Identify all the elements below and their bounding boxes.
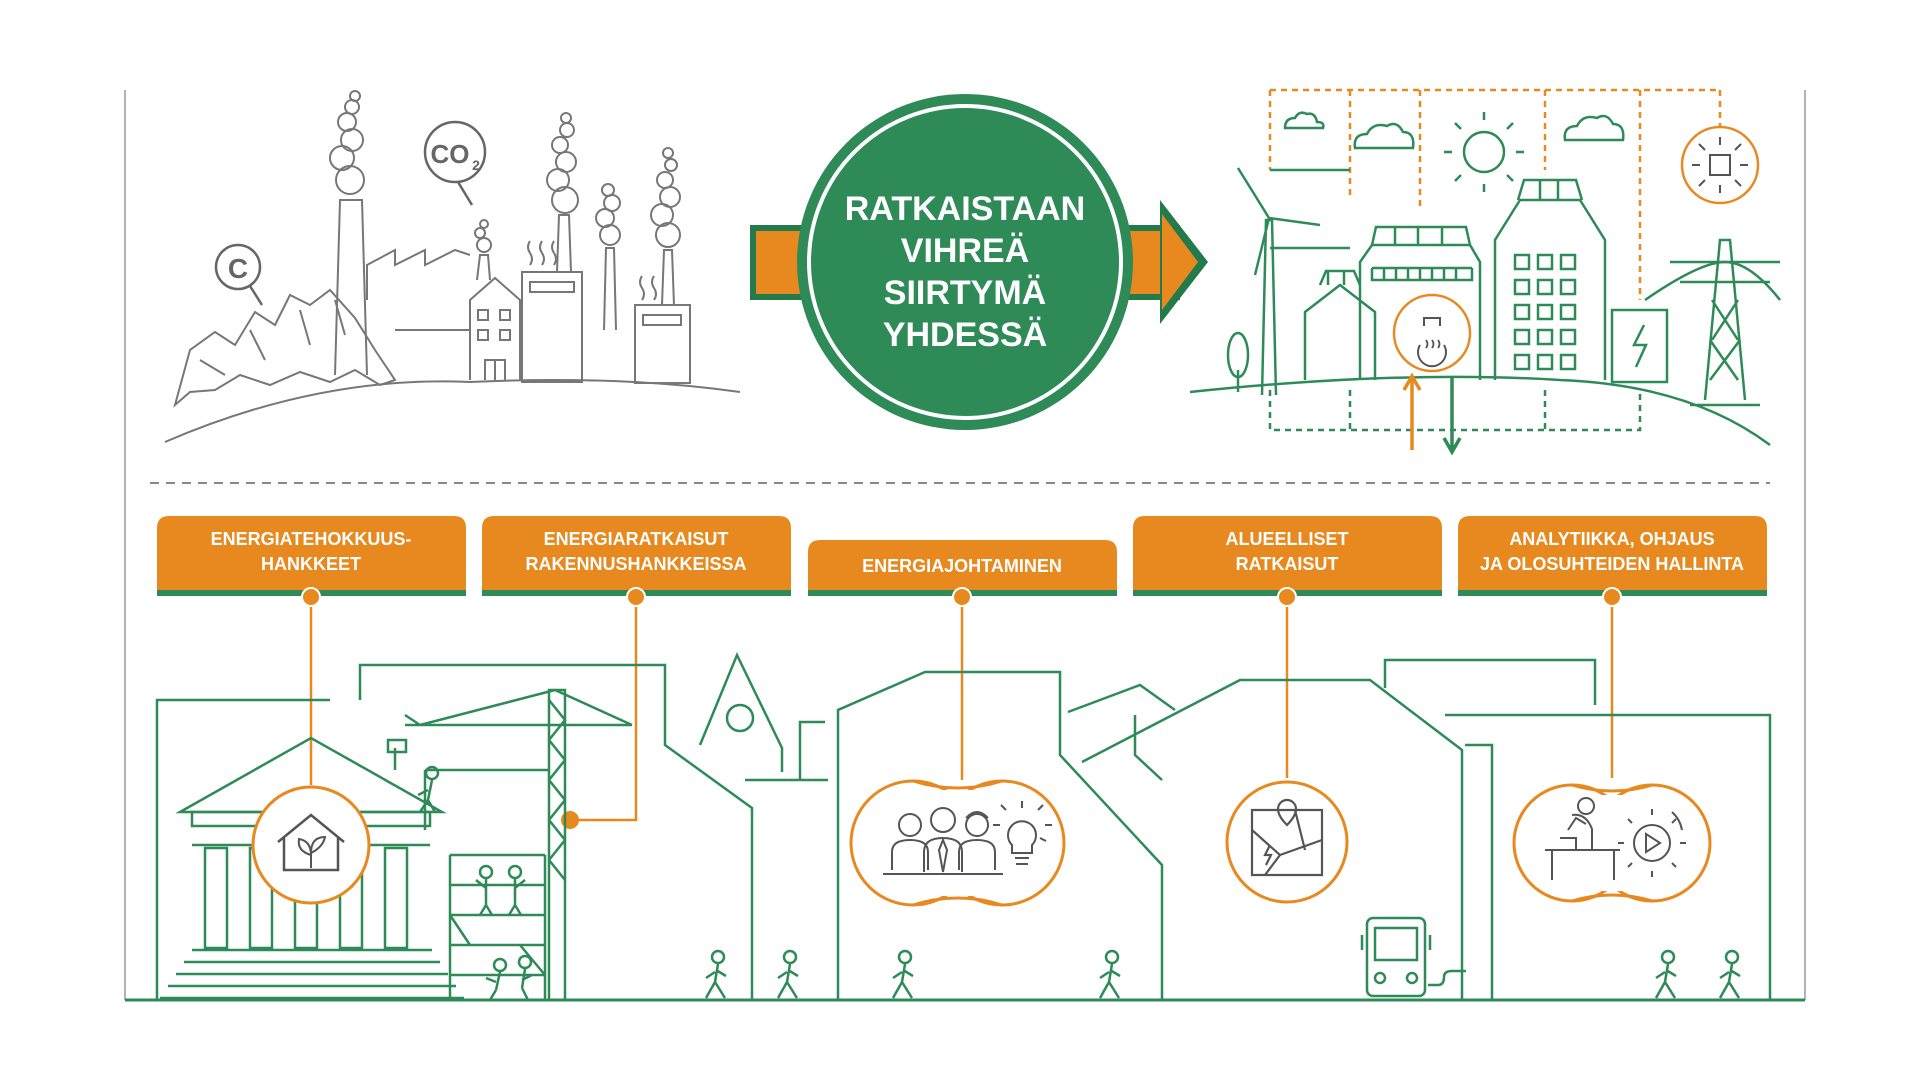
category-tab-1-line-2: HANKKEET (261, 554, 361, 574)
heat-down-arrow (1442, 378, 1462, 456)
hill-right (1189, 375, 1771, 447)
heat-up-arrow (1402, 372, 1422, 450)
wind-turbine (1236, 167, 1321, 396)
cloud-icon-3 (1563, 114, 1625, 142)
category-tab-3-line-1: ENERGIAJOHTAMINEN (862, 556, 1062, 576)
category-tab-2-line-1: ENERGIARATKAISUT (544, 529, 729, 549)
factory-roof (366, 248, 471, 300)
hill-left (164, 378, 741, 443)
co2-subscript: 2 (472, 157, 480, 173)
center-line-2: VIHREÄ (901, 232, 1029, 270)
analytics-badge (1512, 783, 1712, 903)
coal-rocks (173, 288, 397, 408)
pedestrian-4 (1098, 949, 1121, 999)
heat-pump-badge (1392, 293, 1472, 373)
solar-house (1303, 269, 1377, 380)
electric-bus (1360, 916, 1466, 998)
category-tab-4-line-2: RATKAISUT (1236, 554, 1339, 574)
green-grid-network (1268, 390, 1642, 432)
tall-building (1493, 178, 1607, 380)
category-tabs: ENERGIATEHOKKUUS- HANKKEET ENERGIARATKAI… (157, 516, 1767, 596)
smart-chip-badge (1680, 125, 1760, 205)
center-line-1: RATKAISTAAN (845, 190, 1086, 228)
smoke-plume-2 (474, 219, 492, 253)
house-chimney (476, 254, 491, 281)
construction-workers (417, 765, 533, 1001)
cloud-icon-1 (1283, 111, 1325, 130)
pedestrians (704, 949, 1741, 999)
team-icon (883, 807, 1003, 875)
analytics-desk-icon (1545, 797, 1620, 880)
play-gear-icon (1618, 809, 1686, 877)
category-tab-2-line-2: RAKENNUSHANKKEISSA (525, 554, 746, 574)
battery-storage (1610, 308, 1669, 384)
pedestrian-3 (891, 949, 914, 999)
tree (1226, 331, 1250, 392)
pedestrian-6 (1718, 949, 1741, 999)
regional-map-badge (1225, 780, 1349, 904)
category-tab-4-line-1: ALUEELLISET (1225, 529, 1348, 549)
category-tab-5-line-1: ANALYTIIKKA, OHJAUS (1509, 529, 1714, 549)
category-tab-analytics-control[interactable]: ANALYTIIKKA, OHJAUS JA OLOSUHTEIDEN HALL… (1458, 516, 1767, 596)
center-line-3: SIIRTYMÄ (884, 274, 1046, 312)
green-city-scene (1189, 88, 1781, 456)
solar-office (1358, 225, 1482, 380)
smoke-plume-5 (650, 147, 681, 248)
power-pylon (1644, 238, 1781, 407)
sun-icon (1444, 112, 1524, 192)
factory-building-2 (634, 249, 691, 384)
map-icon (1250, 798, 1324, 877)
category-tab-regional-solutions[interactable]: ALUEELLISET RATKAISUT (1133, 516, 1442, 596)
category-tab-1-line-1: ENERGIATEHOKKUUS- (211, 529, 412, 549)
category-tab-5-line-2: JA OLOSUHTEIDEN HALLINTA (1480, 554, 1744, 574)
sprout-icon (297, 835, 327, 868)
eco-house-badge (251, 785, 371, 905)
carbon-bubble: C (214, 243, 264, 306)
smoke-plume-4 (595, 183, 621, 246)
construction-crane (386, 688, 633, 1000)
thin-chimney (603, 247, 617, 331)
scaffold (448, 853, 547, 1000)
team-badge (849, 779, 1066, 907)
cloud-icon-2 (1353, 122, 1415, 150)
factory-building-1 (521, 214, 583, 383)
center-line-4: YHDESSÄ (883, 316, 1047, 354)
pedestrian-5 (1654, 949, 1677, 999)
fossil-industry-scene: C CO 2 (164, 90, 741, 443)
bottom-cityscape (155, 651, 1772, 1000)
category-tab-construction-energy[interactable]: ENERGIARATKAISUT RAKENNUSHANKKEISSA (482, 516, 791, 596)
pedestrian-2 (776, 949, 799, 999)
rock-cracks (199, 299, 346, 376)
center-circle: RATKAISTAAN VIHREÄ SIIRTYMÄ YHDESSÄ (797, 94, 1133, 430)
old-house (469, 276, 521, 380)
orange-data-network (1268, 88, 1722, 300)
co2-bubble: CO 2 (423, 120, 487, 206)
eco-house-icon (277, 813, 345, 872)
tall-chimney (334, 199, 368, 376)
carbon-symbol: C (228, 253, 248, 284)
co2-symbol: CO (431, 139, 470, 169)
category-tab-energy-efficiency[interactable]: ENERGIATEHOKKUUS- HANKKEET (157, 516, 466, 596)
smoke-plume-1 (329, 90, 365, 195)
smoke-plume-3 (546, 112, 579, 214)
lightbulb-icon (993, 801, 1052, 865)
pedestrian-1 (704, 949, 727, 999)
